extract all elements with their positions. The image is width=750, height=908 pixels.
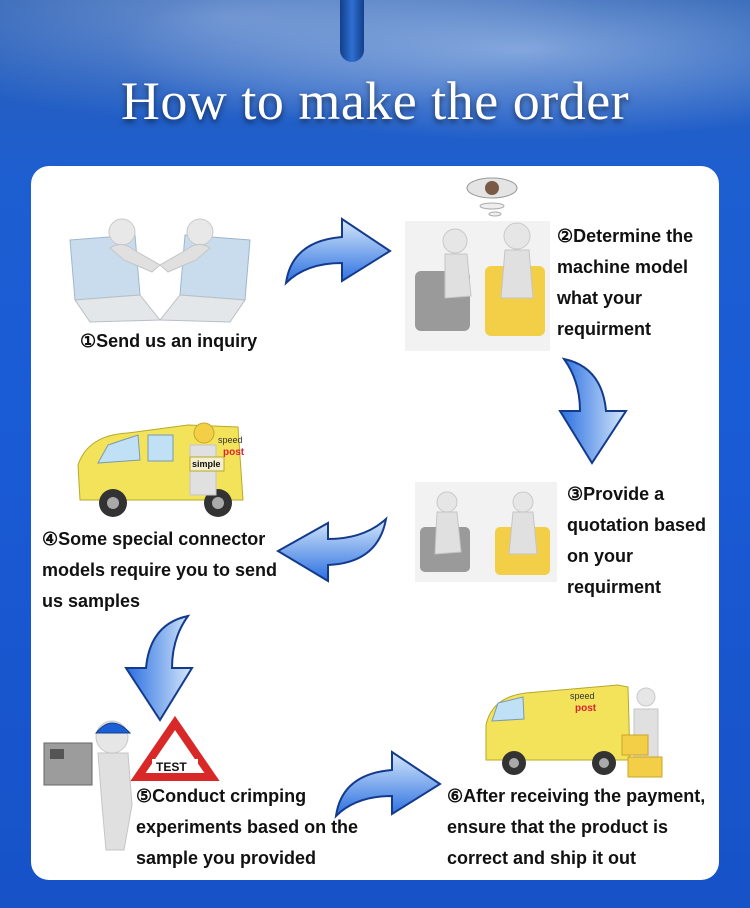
header-photo (0, 0, 750, 165)
step-4-label: ④Some special connector models require y… (42, 529, 278, 611)
arrow-right-1 (284, 217, 392, 286)
testing-worker-illustration: TEST (43, 715, 220, 851)
test-sign-text: TEST (156, 760, 187, 774)
van-brand-bottom-2: post (575, 703, 597, 714)
pen-image (340, 0, 364, 62)
meeting-illustration (405, 177, 550, 351)
shipping-van-illustration: speed post (485, 684, 663, 778)
van-brand-bottom: post (223, 447, 245, 458)
negotiation-illustration (415, 482, 557, 582)
van-brand-top-2: speed (570, 691, 595, 701)
handshake-laptops-illustration (69, 218, 251, 323)
step-5-label: ⑤Conduct crimping experiments based on t… (136, 786, 359, 868)
step-3-label: ③Provide a quotation based on your requi… (567, 484, 706, 597)
step-2-label: ②Determine the machine model what your r… (557, 226, 694, 339)
arrow-left-1 (276, 516, 388, 583)
page-title: How to make the order (120, 71, 630, 131)
delivery-van-illustration: speed post simple (77, 422, 245, 517)
arrow-down-2 (124, 614, 194, 722)
van-brand-top: speed (218, 435, 243, 445)
sample-box-label: simple (192, 459, 221, 469)
step-6-label: ⑥After receiving the payment, ensure tha… (447, 786, 706, 868)
arrow-right-2 (334, 750, 442, 819)
step-1-label: ①Send us an inquiry (80, 331, 258, 351)
arrow-down-1 (558, 357, 628, 465)
